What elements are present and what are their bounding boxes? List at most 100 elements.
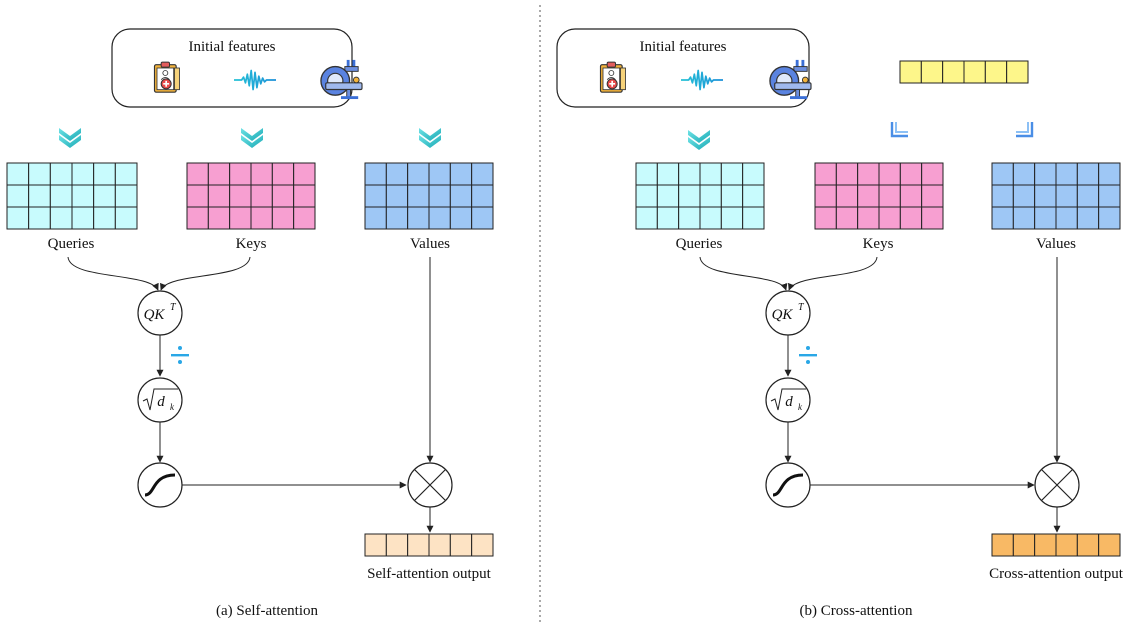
matrix-cell	[899, 206, 923, 230]
matrix-cell	[428, 162, 451, 186]
values-label: Values	[410, 236, 450, 252]
sqrt-d: d	[157, 394, 165, 410]
matrix-cell	[49, 206, 73, 230]
matrix-cell	[1055, 206, 1078, 230]
keys-label: Keys	[863, 236, 894, 252]
matrix-cell	[71, 162, 95, 186]
matrix-cell	[1055, 184, 1078, 208]
qk-text: QK	[144, 307, 166, 323]
sqrt-symbol	[770, 388, 806, 411]
matrix-cell	[1098, 184, 1121, 208]
matrix-cell	[293, 206, 316, 230]
matrix-cell	[385, 533, 409, 557]
matrix-cell	[678, 162, 701, 186]
matrix-cell	[471, 162, 494, 186]
matrix-cell	[229, 162, 252, 186]
matrix-cell	[293, 184, 316, 208]
matrix-cell	[1076, 533, 1100, 557]
matrix-cell	[742, 162, 765, 186]
matrix-cell	[186, 162, 209, 186]
matrix-cell	[250, 184, 273, 208]
matrix-cell	[656, 206, 680, 230]
matrix-cell	[720, 206, 744, 230]
matrix-cell	[6, 206, 30, 230]
matrix-cell	[428, 206, 451, 230]
keys-label: Keys	[236, 236, 267, 252]
multiply-icon	[414, 469, 446, 501]
matrix-cell	[93, 162, 116, 186]
matrix-cell	[293, 162, 316, 186]
matrix-cell	[963, 60, 986, 84]
matrix-cell	[878, 184, 901, 208]
keys-matrix	[814, 162, 944, 230]
matrix-cell	[857, 162, 880, 186]
matrix-cell	[835, 162, 859, 186]
matrix-cell	[428, 184, 451, 208]
matrix-cell	[1034, 533, 1057, 557]
keys-matrix	[186, 162, 316, 230]
matrix-cell	[28, 184, 51, 208]
matrix-cell	[28, 206, 51, 230]
arrow-keys	[788, 256, 878, 291]
sqrt-symbol	[142, 388, 178, 411]
matrix-cell	[920, 60, 944, 84]
features-title: Initial features	[188, 39, 275, 55]
arrow-keys	[160, 256, 251, 291]
matrix-cell	[857, 206, 880, 230]
divide-icon	[799, 346, 817, 364]
values-matrix	[364, 162, 494, 230]
softmax-curve-icon	[144, 473, 176, 497]
matrix-cell	[635, 206, 658, 230]
matrix-cell	[1012, 162, 1036, 186]
matrix-cell	[271, 206, 295, 230]
matrix-cell	[1034, 206, 1057, 230]
matrix-cell	[385, 206, 409, 230]
values-matrix	[991, 162, 1121, 230]
matrix-cell	[428, 533, 451, 557]
matrix-cell	[93, 184, 116, 208]
matrix-cell	[407, 162, 430, 186]
matrix-cell	[720, 184, 744, 208]
matrix-cell	[6, 184, 30, 208]
matrix-cell	[678, 206, 701, 230]
cross-attention-output-vector	[991, 533, 1121, 557]
matrix-cell	[899, 60, 922, 84]
output-label: Self-attention output	[367, 566, 492, 582]
matrix-cell	[6, 162, 30, 186]
matrix-cell	[271, 184, 295, 208]
queries-label: Queries	[676, 236, 723, 252]
matrix-cell	[835, 206, 859, 230]
matrix-cell	[699, 206, 722, 230]
extra-modality-vector	[899, 60, 1029, 84]
clipboard-icon	[153, 61, 181, 94]
matrix-cell	[1076, 184, 1100, 208]
matrix-cell	[742, 206, 765, 230]
matrix-cell	[899, 184, 923, 208]
matrix-cell	[1055, 533, 1078, 557]
matrix-cell	[656, 184, 680, 208]
matrix-cell	[991, 206, 1014, 230]
corner-arrow-icon	[1014, 120, 1034, 138]
matrix-cell	[407, 184, 430, 208]
matrix-cell	[1055, 162, 1078, 186]
matrix-cell	[878, 162, 901, 186]
caption-self-attention: (a) Self-attention	[216, 603, 319, 619]
corner-arrow-icon	[890, 120, 910, 138]
qk-sup: T	[170, 302, 177, 313]
double-chevron-icon	[419, 128, 441, 148]
matrix-cell	[1012, 206, 1036, 230]
matrix-cell	[71, 206, 95, 230]
matrix-cell	[921, 162, 944, 186]
matrix-cell	[1076, 162, 1100, 186]
self-attention-output-vector	[364, 533, 494, 557]
matrix-cell	[364, 206, 387, 230]
queries-matrix	[6, 162, 138, 230]
matrix-cell	[742, 184, 765, 208]
matrix-cell	[678, 184, 701, 208]
matrix-cell	[1034, 162, 1057, 186]
matrix-cell	[1006, 60, 1029, 84]
double-chevron-icon	[241, 128, 263, 148]
matrix-cell	[385, 184, 409, 208]
features-title: Initial features	[639, 39, 726, 55]
matrix-cell	[364, 184, 387, 208]
